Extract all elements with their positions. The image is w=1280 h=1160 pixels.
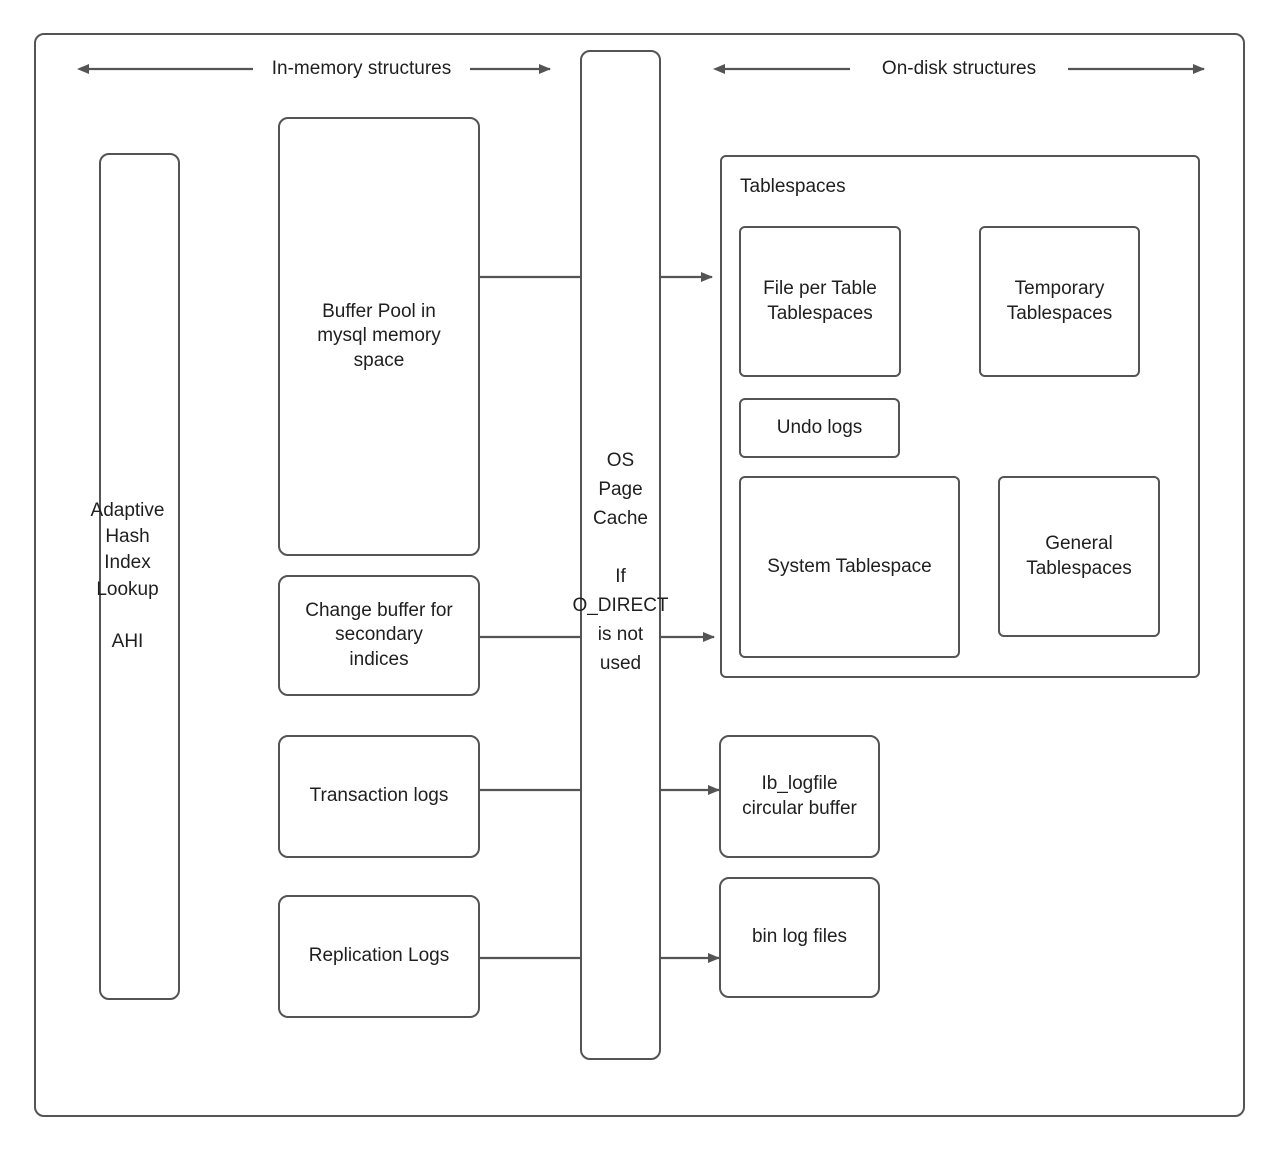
band-label-on-disk: On-disk structures [881,58,1037,79]
band-label-in-memory: In-memory structures [271,58,452,79]
tablespaces-group-label: Tablespaces [740,176,846,197]
system-tablespace-box[interactable]: System Tablespace [739,476,960,658]
adaptive-hash-index-box[interactable]: Adaptive Hash Index Lookup AHI [91,153,180,1000]
transaction-logs-label: Transaction logs [309,785,449,807]
adaptive-hash-index-label: Adaptive Hash Index Lookup AHI [90,500,165,652]
ib-logfile-box[interactable]: Ib_logfile circular buffer [719,735,880,858]
buffer-pool-box[interactable]: Buffer Pool in mysql memory space [278,117,480,556]
file-per-table-tablespaces-box[interactable]: File per Table Tablespaces [739,226,901,377]
general-tablespaces-label: General Tablespaces [1026,533,1132,579]
transaction-logs-box[interactable]: Transaction logs [278,735,480,858]
change-buffer-box[interactable]: Change buffer for secondary indices [278,575,480,696]
change-buffer-label: Change buffer for secondary indices [305,600,453,670]
replication-logs-box[interactable]: Replication Logs [278,895,480,1018]
buffer-pool-label: Buffer Pool in mysql memory space [317,301,441,371]
temporary-tablespaces-box[interactable]: Temporary Tablespaces [979,226,1140,377]
undo-logs-label: Undo logs [776,416,863,438]
system-tablespace-label: System Tablespace [767,555,932,577]
bin-log-files-label: bin log files [751,926,848,948]
bin-log-files-box[interactable]: bin log files [719,877,880,998]
file-per-table-tablespaces-label: File per Table Tablespaces [763,278,877,324]
os-page-cache-box[interactable] [580,50,661,1060]
replication-logs-label: Replication Logs [308,945,450,967]
ib-logfile-label: Ib_logfile circular buffer [742,773,857,819]
general-tablespaces-box[interactable]: General Tablespaces [998,476,1160,637]
undo-logs-box[interactable]: Undo logs [739,398,900,458]
temporary-tablespaces-label: Temporary Tablespaces [1006,278,1113,324]
